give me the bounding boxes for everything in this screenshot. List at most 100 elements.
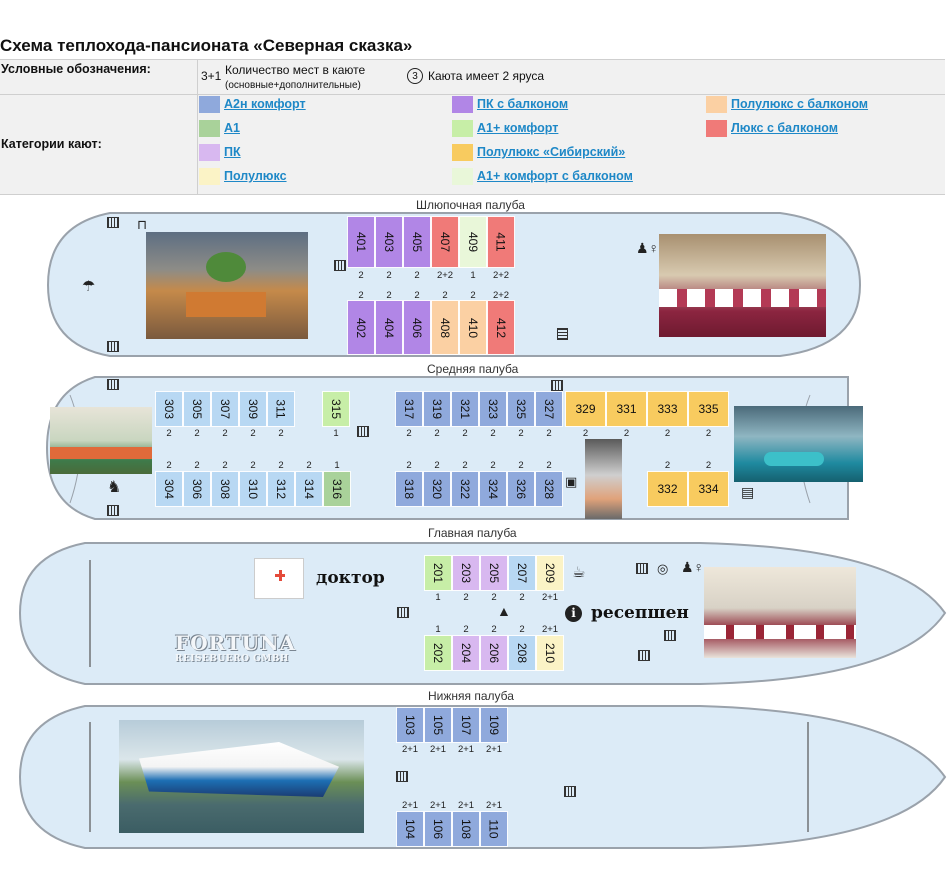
cabin-201[interactable]: 201: [424, 555, 452, 591]
stairs-icon: [551, 380, 563, 391]
cabin-capacity: 2: [491, 592, 497, 603]
cabin-314[interactable]: 314: [295, 471, 323, 507]
cabin-310[interactable]: 310: [239, 471, 267, 507]
category-link[interactable]: А1+ комфорт с балконом: [477, 169, 633, 183]
legend-table: Условные обозначения: 3+1 Количество мес…: [0, 59, 945, 195]
cabin-327[interactable]: 327: [535, 391, 563, 427]
cabin-316[interactable]: 316: [323, 471, 351, 507]
deck-label-lower: Нижняя палуба: [428, 689, 514, 703]
cabin-110[interactable]: 110: [480, 811, 508, 847]
info-icon: i: [565, 605, 582, 622]
cabin-318[interactable]: 318: [395, 471, 423, 507]
cabin-202[interactable]: 202: [424, 635, 452, 671]
cabin-capacity: 2: [166, 428, 172, 439]
cabin-capacity: 2: [463, 624, 469, 635]
cabin-402[interactable]: 402: [347, 300, 375, 355]
cabin-capacity: 2+2: [492, 290, 510, 301]
cabin-320[interactable]: 320: [423, 471, 451, 507]
cabin-109[interactable]: 109: [480, 707, 508, 743]
cabin-307[interactable]: 307: [211, 391, 239, 427]
cabin-315[interactable]: 315: [322, 391, 350, 427]
cabin-207[interactable]: 207: [508, 555, 536, 591]
cabin-number: 402: [354, 317, 368, 338]
cabin-410[interactable]: 410: [459, 300, 487, 355]
cabin-329[interactable]: 329: [565, 391, 606, 427]
cabin-205[interactable]: 205: [480, 555, 508, 591]
cabin-capacity: 2: [490, 428, 496, 439]
cabin-304[interactable]: 304: [155, 471, 183, 507]
cabin-209[interactable]: 209: [536, 555, 564, 591]
cabin-capacity: 2: [518, 460, 524, 471]
cabin-capacity: 2: [518, 428, 524, 439]
ship-photo: [119, 720, 364, 833]
cabin-capacity: 1: [334, 460, 340, 471]
doctor-label: доктор: [316, 568, 385, 588]
cabin-capacity: 2: [414, 290, 420, 301]
cabin-204[interactable]: 204: [452, 635, 480, 671]
cabin-401[interactable]: 401: [347, 216, 375, 268]
cabin-208[interactable]: 208: [508, 635, 536, 671]
cabin-407[interactable]: 407: [431, 216, 459, 268]
stairs-icon: [664, 630, 676, 641]
cabin-331[interactable]: 331: [606, 391, 647, 427]
stairs-icon: [357, 426, 369, 437]
cabin-107[interactable]: 107: [452, 707, 480, 743]
category-link[interactable]: Полулюкс «Сибирский»: [477, 145, 626, 159]
category-swatch: [706, 120, 727, 137]
category-link[interactable]: Люкс с балконом: [731, 121, 838, 135]
cabin-104[interactable]: 104: [396, 811, 424, 847]
umbrella-icon: ☂: [82, 278, 96, 295]
cabin-409[interactable]: 409: [459, 216, 487, 268]
cabin-305[interactable]: 305: [183, 391, 211, 427]
cabin-405[interactable]: 405: [403, 216, 431, 268]
cabin-321[interactable]: 321: [451, 391, 479, 427]
cabin-number: 407: [438, 231, 452, 253]
cabin-capacity: 2: [166, 460, 172, 471]
cabin-308[interactable]: 308: [211, 471, 239, 507]
cabin-312[interactable]: 312: [267, 471, 295, 507]
cabin-103[interactable]: 103: [396, 707, 424, 743]
cabin-309[interactable]: 309: [239, 391, 267, 427]
cabin-317[interactable]: 317: [395, 391, 423, 427]
cabin-323[interactable]: 323: [479, 391, 507, 427]
cabin-328[interactable]: 328: [535, 471, 563, 507]
cabin-403[interactable]: 403: [375, 216, 403, 268]
category-link[interactable]: Полулюкс: [224, 169, 287, 183]
cabin-333[interactable]: 333: [647, 391, 688, 427]
cabin-106[interactable]: 106: [424, 811, 452, 847]
cabin-capacity: 2+1: [485, 744, 503, 755]
cabin-406[interactable]: 406: [403, 300, 431, 355]
category-link[interactable]: А2н комфорт: [224, 97, 306, 111]
stairs-icon: [397, 607, 409, 618]
category-link[interactable]: ПК: [224, 145, 241, 159]
cabin-412[interactable]: 412: [487, 300, 515, 355]
cabin-335[interactable]: 335: [688, 391, 729, 427]
cabin-326[interactable]: 326: [507, 471, 535, 507]
cabin-105[interactable]: 105: [424, 707, 452, 743]
cabin-number: 208: [515, 642, 529, 664]
cabin-334[interactable]: 334: [688, 471, 729, 507]
cabin-303[interactable]: 303: [155, 391, 183, 427]
cabin-325[interactable]: 325: [507, 391, 535, 427]
cabin-411[interactable]: 411: [487, 216, 515, 268]
cabin-capacity: 2+2: [492, 270, 510, 281]
cabin-324[interactable]: 324: [479, 471, 507, 507]
cabin-capacity: 2: [250, 460, 256, 471]
cabin-404[interactable]: 404: [375, 300, 403, 355]
cabin-206[interactable]: 206: [480, 635, 508, 671]
cabin-capacity: 2: [358, 270, 364, 281]
category-link[interactable]: Полулюкс с балконом: [731, 97, 869, 111]
cabin-408[interactable]: 408: [431, 300, 459, 355]
category-link[interactable]: ПК с балконом: [477, 97, 569, 111]
cabin-319[interactable]: 319: [423, 391, 451, 427]
cabin-203[interactable]: 203: [452, 555, 480, 591]
category-link[interactable]: А1+ комфорт: [477, 121, 559, 135]
cabin-311[interactable]: 311: [267, 391, 295, 427]
category-link[interactable]: А1: [224, 121, 240, 135]
cabin-108[interactable]: 108: [452, 811, 480, 847]
cabin-332[interactable]: 332: [647, 471, 688, 507]
cabin-322[interactable]: 322: [451, 471, 479, 507]
cabin-number: 308: [218, 478, 232, 500]
cabin-210[interactable]: 210: [536, 635, 564, 671]
cabin-306[interactable]: 306: [183, 471, 211, 507]
